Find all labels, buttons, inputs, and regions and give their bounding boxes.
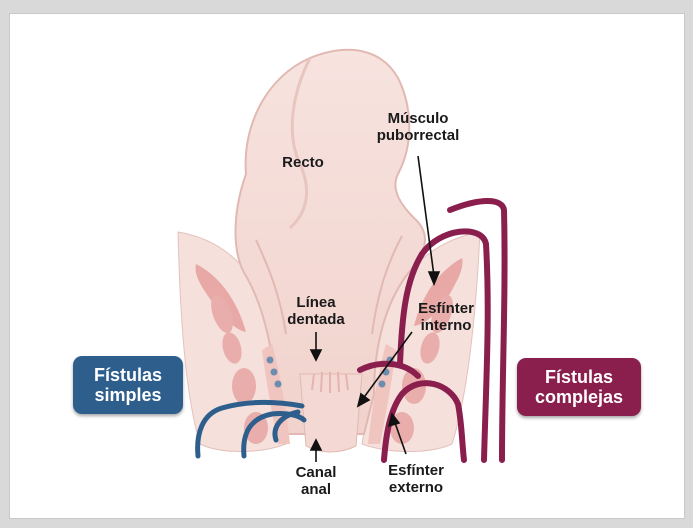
label-esf-externo-line1: Esfínter: [376, 462, 456, 479]
label-linea-line2: dentada: [278, 311, 354, 328]
label-esf-interno-line2: interno: [406, 317, 486, 334]
anal-anatomy-diagram: [10, 14, 684, 518]
label-recto: Recto: [268, 154, 338, 171]
badge-complejas-line1: Fístulas: [545, 367, 613, 387]
label-musculo-line1: Músculo: [358, 110, 478, 127]
label-linea-line1: Línea: [278, 294, 354, 311]
label-musculo-line2: puborrectal: [358, 127, 478, 144]
badge-simples-line2: simples: [94, 385, 161, 405]
diagram-frame: Recto Músculo puborrectal Línea dentada …: [10, 14, 684, 518]
badge-simples-line1: Fístulas: [94, 365, 162, 385]
label-linea-dentada: Línea dentada: [278, 294, 354, 328]
label-esfinter-interno: Esfínter interno: [406, 300, 486, 334]
label-canal-line2: anal: [286, 481, 346, 498]
badge-fistulas-simples: Fístulas simples: [73, 356, 183, 414]
badge-complejas-line2: complejas: [535, 387, 623, 407]
label-canal-anal: Canal anal: [286, 464, 346, 498]
label-esfinter-externo: Esfínter externo: [376, 462, 456, 496]
label-esf-interno-line1: Esfínter: [406, 300, 486, 317]
badge-fistulas-complejas: Fístulas complejas: [517, 358, 641, 416]
label-musculo-puborrectal: Músculo puborrectal: [358, 110, 478, 144]
label-canal-line1: Canal: [286, 464, 346, 481]
label-esf-externo-line2: externo: [376, 479, 456, 496]
